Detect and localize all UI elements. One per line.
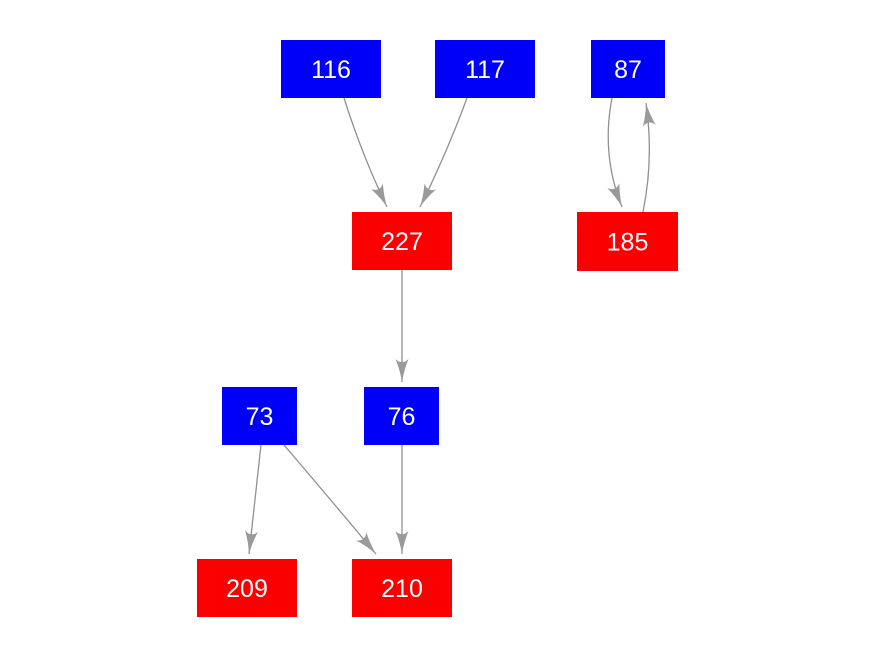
- node-87-box: [591, 40, 665, 98]
- node-210-box: [352, 559, 452, 617]
- edges-layer: [245, 97, 656, 555]
- edge-116-227: [343, 97, 388, 208]
- edge-73-210: [283, 444, 377, 555]
- node-185: 185: [577, 212, 678, 271]
- node-116: 116: [281, 40, 381, 98]
- node-227: 227: [352, 212, 452, 270]
- node-117-box: [435, 40, 535, 98]
- node-209-label: 209: [226, 575, 268, 603]
- nodes-layer: 116 117 87 227 185 73 76 209 210: [197, 40, 678, 617]
- node-73-box: [222, 387, 297, 445]
- edge-87-185: [607, 97, 623, 208]
- node-116-box: [281, 40, 381, 98]
- node-116-label: 116: [311, 56, 351, 84]
- edge-73-209: [245, 444, 262, 555]
- edge-185-87: [642, 102, 656, 213]
- node-117-label: 117: [465, 56, 505, 84]
- edge-117-227: [419, 97, 468, 208]
- node-185-label: 185: [607, 229, 649, 257]
- node-227-box: [352, 212, 452, 270]
- node-209: 209: [197, 559, 297, 617]
- node-87-label: 87: [614, 56, 642, 84]
- node-73-label: 73: [246, 403, 274, 431]
- node-76: 76: [364, 387, 439, 445]
- node-87: 87: [591, 40, 665, 98]
- node-209-box: [197, 559, 297, 617]
- node-210-label: 210: [381, 575, 423, 603]
- node-76-box: [364, 387, 439, 445]
- node-185-box: [577, 212, 678, 271]
- node-227-label: 227: [381, 228, 423, 256]
- node-73: 73: [222, 387, 297, 445]
- node-117: 117: [435, 40, 535, 98]
- node-76-label: 76: [388, 403, 416, 431]
- node-210: 210: [352, 559, 452, 617]
